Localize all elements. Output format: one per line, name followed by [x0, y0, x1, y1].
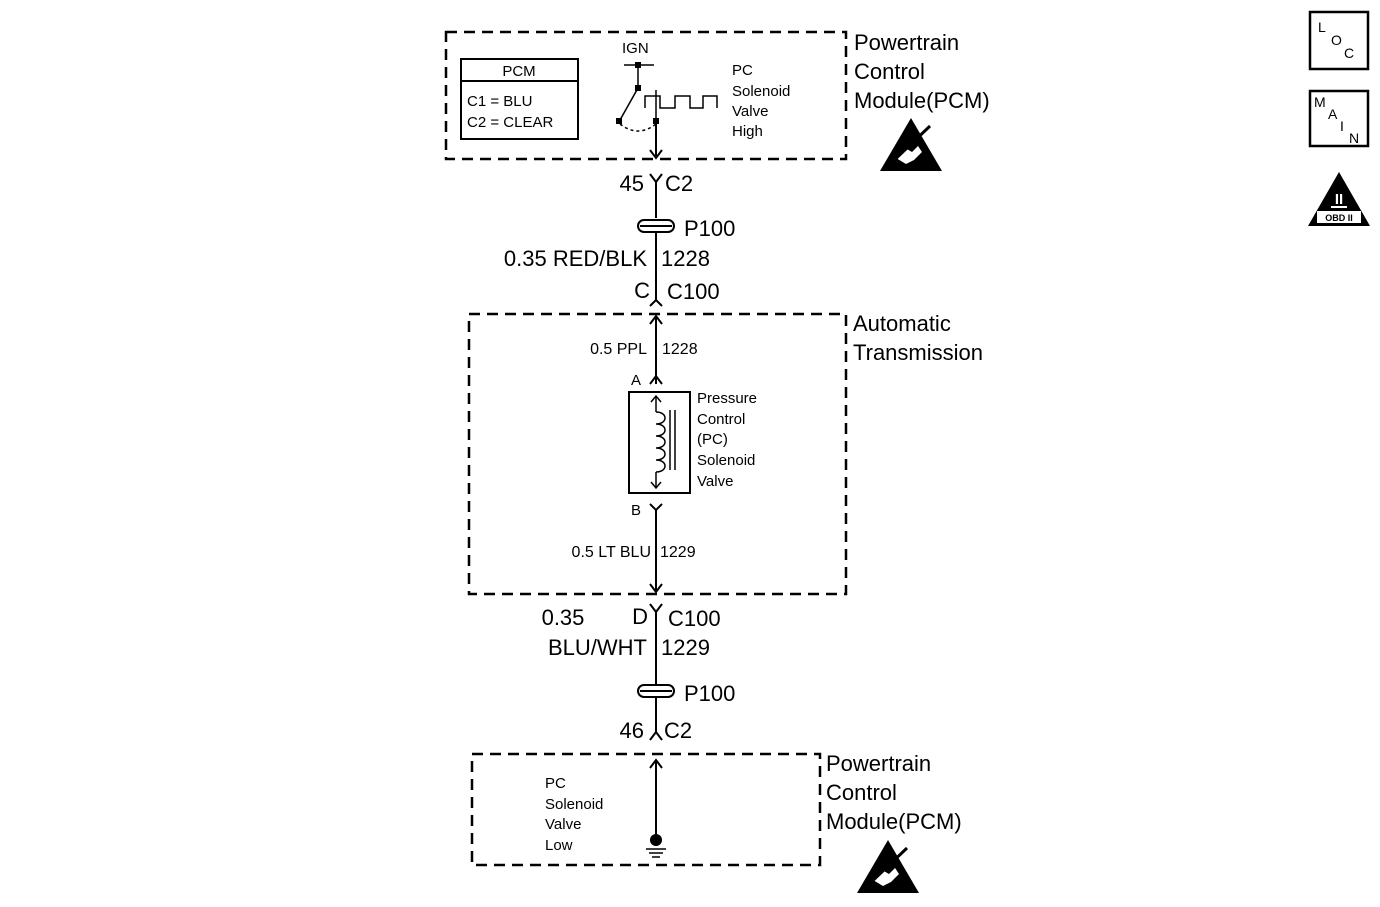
- pin-d-label: D: [632, 604, 648, 629]
- valve-low-line4: Low: [545, 837, 573, 854]
- wire-lower-gauge: 0.35: [542, 605, 585, 630]
- solenoid-line5: Valve: [697, 473, 733, 490]
- legend-header: PCM: [502, 63, 535, 80]
- loc-letter-l: L: [1318, 19, 1326, 35]
- connector-pcm-c2-pin46: 46 C2: [620, 718, 693, 743]
- wire-upper-color: 0.35 RED/BLK: [504, 246, 647, 271]
- wire-lower-color: BLU/WHT: [548, 635, 647, 660]
- pin-c-label: C: [634, 278, 650, 303]
- pcm-bottom-module: Powertrain Control Module(PCM) PC Soleno…: [470, 751, 962, 893]
- connector-pcm-c2-pin45: 45 C2: [620, 171, 693, 218]
- valve-low-line1: PC: [545, 775, 566, 792]
- loc-letter-o: O: [1331, 32, 1342, 48]
- pwm-waveform-icon: [644, 95, 718, 109]
- obd-symbol: II: [1335, 191, 1343, 208]
- legend-row-c2: C2 = CLEAR: [467, 114, 553, 131]
- valve-low-line2: Solenoid: [545, 796, 603, 813]
- esd-warning-icon: [880, 118, 942, 171]
- pcm-bottom-title-line2: Control: [826, 780, 897, 805]
- coil-icon: [655, 411, 666, 473]
- pcm-bottom-title-line3: Module(PCM): [826, 809, 962, 834]
- pcm-top-title-line2: Control: [854, 59, 925, 84]
- main-letter-m: M: [1314, 94, 1326, 110]
- wire-upper-circuit: 1228: [661, 246, 710, 271]
- legend-row-c1: C1 = BLU: [467, 93, 532, 110]
- pin-45-label: 45: [620, 171, 644, 196]
- connector-c2-top-label: C2: [665, 171, 693, 196]
- loc-icon[interactable]: L O C: [1308, 10, 1370, 71]
- pin-46-label: 46: [620, 718, 644, 743]
- valve-high-line4: High: [732, 123, 763, 140]
- solenoid-line4: Solenoid: [697, 452, 755, 469]
- valve-high-line3: Valve: [732, 103, 768, 120]
- pin-b-label: B: [631, 502, 641, 519]
- transmission-title-line2: Transmission: [853, 340, 983, 365]
- loc-letter-c: C: [1344, 45, 1354, 61]
- connector-c2-bottom-label: C2: [664, 718, 692, 743]
- main-letter-n: N: [1349, 130, 1359, 146]
- connector-c100-pin-d: D C100: [632, 603, 721, 686]
- wire-a-color: 0.5 PPL: [590, 341, 647, 358]
- transmission-title-line1: Automatic: [853, 311, 951, 336]
- automatic-transmission: Automatic Transmission 0.5 PPL 1228 A Pr…: [467, 311, 983, 596]
- pin-a-label: A: [631, 372, 641, 389]
- main-icon[interactable]: M A I N: [1308, 89, 1370, 148]
- esd-warning-icon: [857, 840, 919, 893]
- ground-icon: [646, 834, 666, 858]
- obd-label: OBD II: [1325, 213, 1353, 223]
- main-letter-a: A: [1328, 106, 1338, 122]
- wire-b-circuit: 1229: [660, 544, 696, 561]
- main-letter-i: I: [1340, 118, 1344, 134]
- valve-low-line3: Valve: [545, 816, 581, 833]
- valve-high-line2: Solenoid: [732, 83, 790, 100]
- splice-p100-bottom-label: P100: [684, 681, 735, 706]
- splice-p100-top-label: P100: [684, 216, 735, 241]
- pcm-top-title-line1: Powertrain: [854, 30, 959, 55]
- pcm-connector-legend: PCM C1 = BLU C2 = CLEAR: [460, 58, 579, 140]
- connector-c100-bottom-label: C100: [668, 606, 721, 631]
- connector-c100-top-label: C100: [667, 279, 720, 304]
- splice-p100-top: P100: [637, 216, 735, 300]
- pcm-top-title-line3: Module(PCM): [854, 88, 990, 113]
- pcm-bottom-boundary: [470, 752, 822, 867]
- pcm-bottom-title-line1: Powertrain: [826, 751, 931, 776]
- splice-p100-bottom: P100: [637, 681, 735, 732]
- obd-ii-icon[interactable]: II OBD II: [1308, 172, 1370, 226]
- pc-solenoid-high-driver: IGN PC Solenoid Valve High: [616, 40, 790, 140]
- solenoid-line2: Control: [697, 411, 745, 428]
- pcm-top-module: Powertrain Control Module(PCM) PCM C1 = …: [444, 30, 990, 171]
- connector-c100-pin-c: C C100: [634, 278, 720, 307]
- valve-high-line1: PC: [732, 62, 753, 79]
- wire-a-circuit: 1228: [662, 341, 698, 358]
- ign-label: IGN: [622, 40, 649, 57]
- arrow-down-icon: [649, 149, 663, 160]
- transmission-boundary: [467, 312, 848, 596]
- pcm-top-boundary: [444, 30, 848, 161]
- solenoid-line3: (PC): [697, 431, 728, 448]
- pc-solenoid-valve: Pressure Control (PC) Solenoid Valve: [628, 390, 757, 494]
- wire-lower-circuit: 1229: [661, 635, 710, 660]
- wire-b-color: 0.5 LT BLU: [572, 544, 651, 561]
- solenoid-line1: Pressure: [697, 390, 757, 407]
